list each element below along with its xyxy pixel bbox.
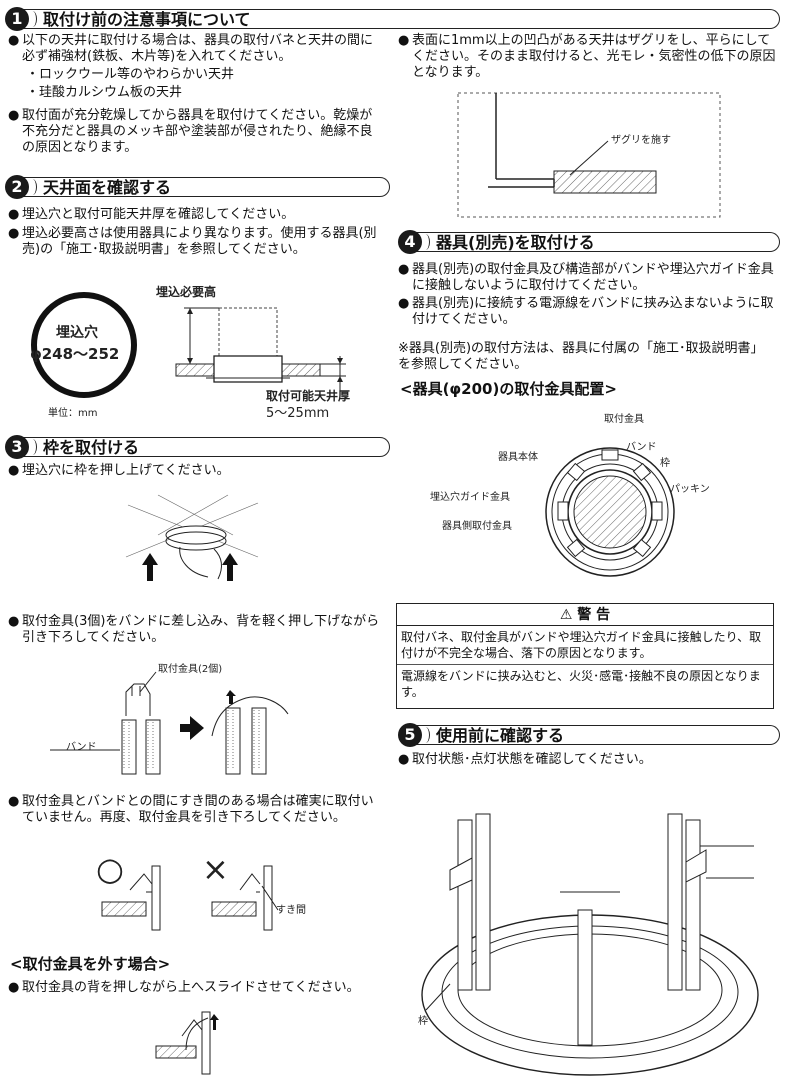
note: ※器具(別売)の取付方法は、器具に付属の「施工･取扱説明書」を参照してください。	[398, 341, 764, 372]
remove-bracket-figure	[155, 1011, 219, 1075]
section-4-header: 4 器具(別売)を取付ける	[398, 230, 780, 254]
thickness-label: 取付可能天井厚	[266, 389, 351, 403]
bullet: ● 取付面が充分乾燥してから器具を取付けてください。乾燥が不充分だと器具のメッキ…	[8, 108, 383, 156]
label-body: 器具本体	[498, 452, 538, 463]
bullet: ● 取付金具とバンドとの間にすき間のある場合は確実に取付いていません。再度、取付…	[8, 794, 383, 826]
bullet: ● 埋込穴に枠を押し上げてください。	[8, 463, 383, 479]
label-band: バンド	[626, 442, 657, 453]
bullet-text: 器具(別売)に接続する電源線をバンドに挟み込まないように取付けてください。	[412, 296, 774, 327]
hole-dimension: φ248〜252	[30, 345, 120, 363]
label-guide: 埋込穴ガイド金具	[430, 492, 510, 503]
warning-text-1: 取付バネ、取付金具がバンドや埋込穴ガイド金具に接触したり、取付けが不完全な場合、…	[401, 630, 762, 660]
bullet-text: 器具(別売)の取付金具及び構造部がバンドや埋込穴ガイド金具に接触しないように取付…	[412, 262, 774, 293]
thickness-value: 5〜25mm	[266, 406, 330, 421]
bullet-dot: ●	[8, 463, 20, 478]
bullet-text: 取付金具(3個)をバンドに差し込み、背を軽く押し下げながら引き下ろしてください。	[22, 614, 380, 645]
bullet-text: 以下の天井に取付ける場合は、器具の取付バネと天井の間に必ず補強材(鉄板、木片等)…	[22, 33, 374, 64]
bullet: ● 埋込必要高さは使用器具により異なります。使用する器具(別売)の「施工･取扱説…	[8, 226, 383, 258]
bullet-dot: ●	[398, 262, 410, 277]
bullet: ● 取付状態･点灯状態を確認してください。	[398, 752, 776, 768]
bullet-text: 取付金具とバンドとの間にすき間のある場合は確実に取付いていません。再度、取付金具…	[22, 794, 374, 825]
bullet: ● 取付金具(3個)をバンドに差し込み、背を軽く押し下げながら引き下ろしてくださ…	[8, 614, 383, 646]
bullet-dot: ●	[398, 33, 410, 48]
label-packing: パッキン	[670, 484, 710, 495]
bullet: ● 表面に1mm以上の凹凸がある天井はザグリをし、平らにしてください。そのまま取…	[398, 33, 776, 81]
ok-symbol: ○	[96, 850, 124, 888]
bracket-layout-diagram	[545, 447, 675, 577]
section-title: 器具(別売)を取付ける	[436, 233, 595, 252]
bullet-text: 取付面が充分乾燥してから器具を取付けてください。乾燥が不充分だと器具のメッキ部や…	[22, 108, 373, 155]
section-title: 使用前に確認する	[436, 726, 565, 745]
remove-title: <取付金具を外す場合>	[10, 955, 171, 973]
section-1-header: 1 取付け前の注意事項について	[5, 7, 780, 31]
bullet-dot: ●	[8, 980, 20, 995]
gap-label: すき間	[276, 905, 306, 916]
bullet-text: 取付金具の背を押しながら上へスライドさせてください。	[22, 980, 360, 995]
bracket-insertion-figure	[50, 671, 289, 775]
section-3-header: 3 枠を取付ける	[5, 435, 390, 459]
installed-frame-figure	[421, 813, 759, 1076]
bullet-dot: ●	[8, 207, 20, 222]
bullet-text: 表面に1mm以上の凹凸がある天井はザグリをし、平らにしてください。そのまま取付け…	[412, 33, 776, 80]
zaguri-label: ザグリを施す	[611, 135, 671, 146]
section-2-header: 2 天井面を確認する	[5, 175, 390, 199]
bullet-dot: ●	[8, 614, 20, 629]
band-label: バンド	[66, 742, 97, 753]
sub-item: ・ロックウール等のやわらかい天井	[26, 67, 235, 82]
bullet-dot: ●	[398, 296, 410, 311]
bullet: ● 器具(別売)に接続する電源線をバンドに挟み込まないように取付けてください。	[398, 296, 776, 328]
warning-box: ⚠ 警 告 取付バネ、取付金具がバンドや埋込穴ガイド金具に接触したり、取付けが不…	[396, 603, 774, 709]
bullet: ● 取付金具の背を押しながら上へスライドさせてください。	[8, 980, 383, 996]
height-label: 埋込必要高	[156, 285, 217, 299]
hole-circle	[31, 292, 137, 398]
section-title: 枠を取付ける	[43, 438, 140, 457]
bullet-text: 埋込穴と取付可能天井厚を確認してください。	[22, 207, 295, 222]
section-5-header: 5 使用前に確認する	[398, 723, 780, 747]
ok-ng-figure	[101, 865, 279, 931]
bullet-dot: ●	[8, 794, 20, 809]
unit-label: 単位：mm	[48, 408, 98, 419]
bullet-dot: ●	[8, 226, 20, 241]
bullet-dot: ●	[398, 752, 410, 767]
label-bracket: 取付金具	[604, 414, 644, 425]
warning-text-2: 電源線をバンドに挟み込むと、火災･感電･接触不良の原因となります。	[397, 664, 773, 703]
section-number: 2	[5, 175, 37, 199]
frame-label: 枠	[418, 1016, 428, 1027]
section-title: 天井面を確認する	[43, 178, 172, 197]
bullet-text: 埋込必要高さは使用器具により異なります。使用する器具(別売)の「施工･取扱説明書…	[22, 226, 377, 257]
section-number: 1	[5, 7, 37, 31]
zaguri-figure	[457, 92, 721, 218]
bracket-label: 取付金具(2個)	[158, 664, 223, 675]
bullet-text: 取付状態･点灯状態を確認してください。	[412, 752, 652, 767]
embed-height-figure	[175, 307, 346, 394]
section-title: 取付け前の注意事項について	[43, 10, 251, 29]
sub-item: ・珪酸カルシウム板の天井	[26, 85, 183, 100]
section-number: 3	[5, 435, 37, 459]
section-number: 4	[398, 230, 430, 254]
push-up-figure	[125, 494, 259, 581]
bullet: ● 器具(別売)の取付金具及び構造部がバンドや埋込穴ガイド金具に接触しないように…	[398, 262, 776, 294]
bullet: ● 埋込穴と取付可能天井厚を確認してください。	[8, 207, 383, 223]
bullet-text: 埋込穴に枠を押し上げてください。	[22, 463, 230, 478]
label-side-bracket: 器具側取付金具	[442, 521, 512, 532]
layout-title: <器具(φ200)の取付金具配置>	[400, 380, 617, 398]
bullet: ● 以下の天井に取付ける場合は、器具の取付バネと天井の間に必ず補強材(鉄板、木片…	[8, 33, 383, 65]
section-number: 5	[398, 723, 430, 747]
warning-title: ⚠ 警 告	[397, 604, 773, 626]
ng-symbol: ×	[202, 850, 229, 888]
bullet-dot: ●	[8, 33, 20, 48]
bullet-dot: ●	[8, 108, 20, 123]
hole-label: 埋込穴	[56, 325, 98, 341]
label-frame: 枠	[660, 458, 670, 469]
